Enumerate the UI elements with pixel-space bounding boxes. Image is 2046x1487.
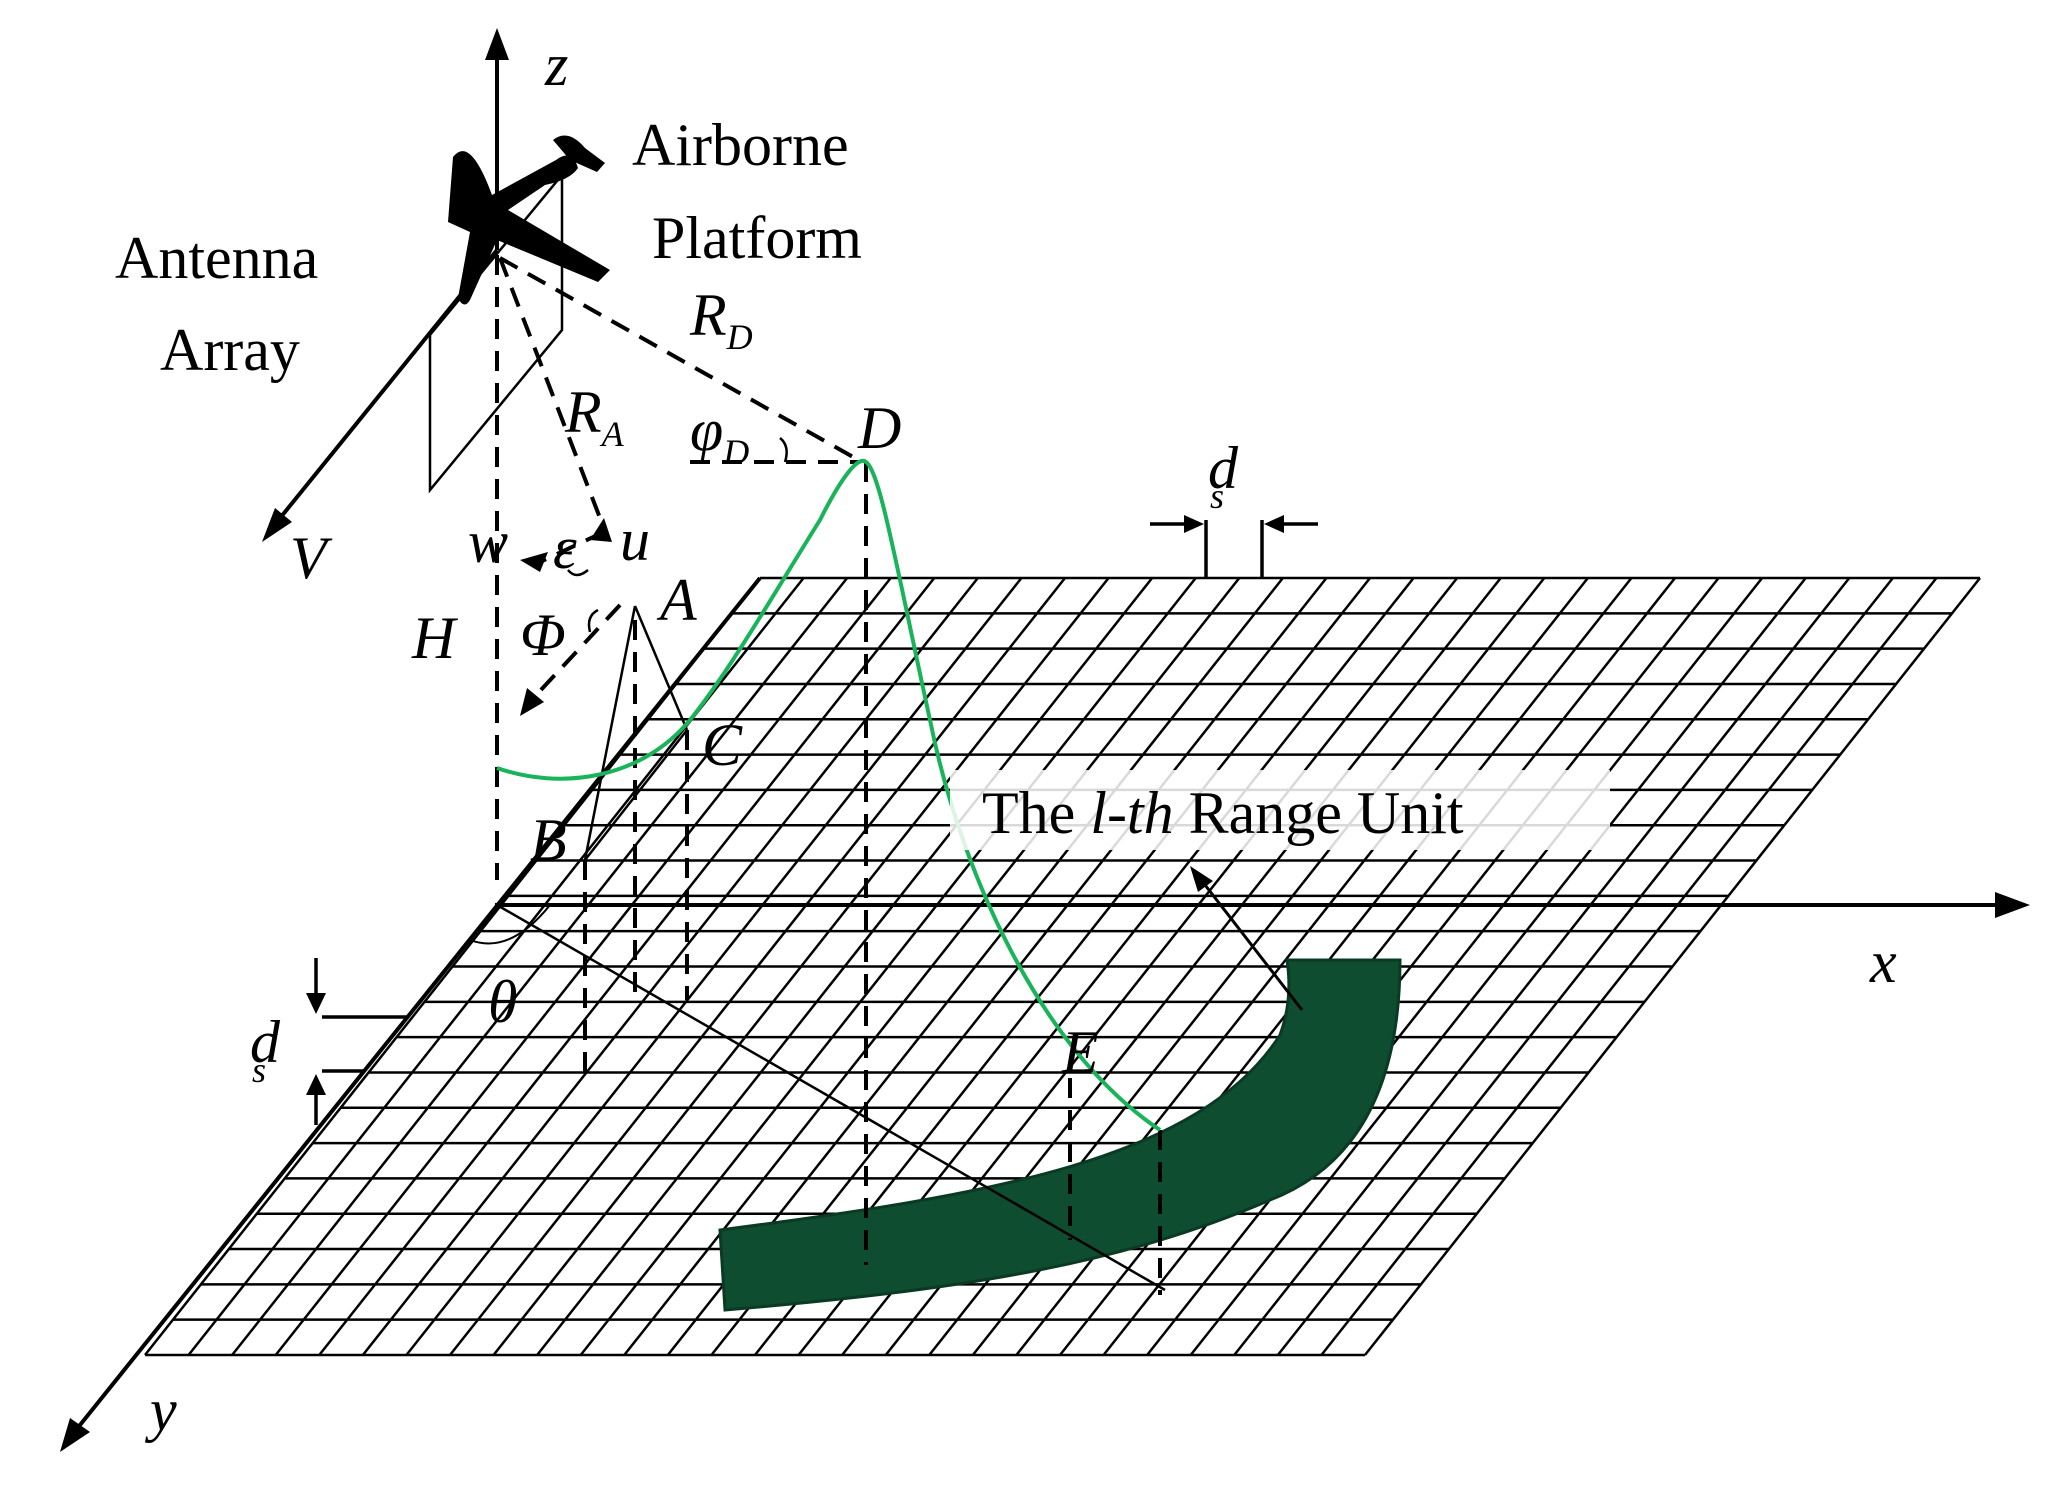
angle-phi-label: Φ — [520, 602, 566, 668]
point-a-label: A — [656, 567, 697, 633]
grid-column-line — [231, 577, 849, 1356]
y-axis-arrow — [60, 1418, 90, 1452]
ds-left-label: ds — [250, 1009, 281, 1090]
grid-column-line — [318, 577, 936, 1356]
x-axis-arrow — [1995, 892, 2030, 918]
grid-column-line — [1320, 577, 1938, 1356]
point-b-label: B — [530, 807, 567, 873]
angle-arcs — [567, 437, 788, 633]
range-rd-label: RD — [689, 282, 753, 357]
grid-column-line — [492, 577, 1110, 1356]
range-unit-band — [718, 958, 1402, 1312]
angle-epsilon-label: ε — [553, 515, 577, 581]
ds-top-label: ds — [1208, 435, 1239, 516]
range-unit-label-backdrop — [950, 770, 1610, 850]
point-e-label: E — [1061, 1019, 1099, 1085]
z-axis-label: z — [544, 32, 568, 98]
point-d-label: D — [857, 395, 901, 461]
vector-w-label: w — [468, 509, 508, 575]
x-axis-label: x — [1869, 929, 1897, 995]
y-axis-line — [70, 576, 762, 1437]
angle-phi-d-label: φD — [690, 397, 749, 472]
grid-column-line — [449, 577, 1066, 1356]
grid-column-line — [361, 577, 979, 1356]
grid-column-line — [1146, 577, 1764, 1356]
geometry-lines — [469, 605, 1304, 1292]
grid-column-line — [405, 577, 1023, 1356]
point-c-label: C — [702, 712, 743, 778]
range-unit-label: The l-th Range Unit — [982, 780, 1464, 846]
airborne-platform-label-line1: Airborne — [632, 112, 849, 178]
grid-column-line — [1276, 577, 1894, 1356]
y-axis-label: y — [144, 1377, 177, 1443]
antenna-array-label-line1: Antenna — [115, 225, 318, 291]
ground-range-curve — [496, 458, 1162, 1132]
airplane-icon — [448, 135, 610, 305]
velocity-axis-arrow — [262, 508, 292, 542]
z-axis-arrow — [485, 28, 509, 60]
ds-top-marker — [1150, 515, 1318, 578]
antenna-array-label-line2: Array — [160, 317, 300, 383]
ds-left-marker — [306, 958, 408, 1125]
height-h-label: H — [411, 605, 459, 671]
grid-column-line — [1364, 577, 1981, 1356]
vector-u-label: u — [620, 507, 650, 573]
range-ra-label: RA — [564, 379, 625, 454]
dashed-arrowheads — [520, 518, 612, 716]
grid-column-line — [1233, 577, 1851, 1356]
velocity-label: V — [290, 525, 333, 591]
grid-column-line — [536, 577, 1154, 1356]
grid-column-line — [623, 577, 1241, 1356]
grid-column-line — [1189, 577, 1807, 1356]
airborne-platform-label-line2: Platform — [652, 205, 862, 271]
grid-column-line — [579, 577, 1197, 1356]
angle-theta-label: θ — [488, 969, 517, 1035]
